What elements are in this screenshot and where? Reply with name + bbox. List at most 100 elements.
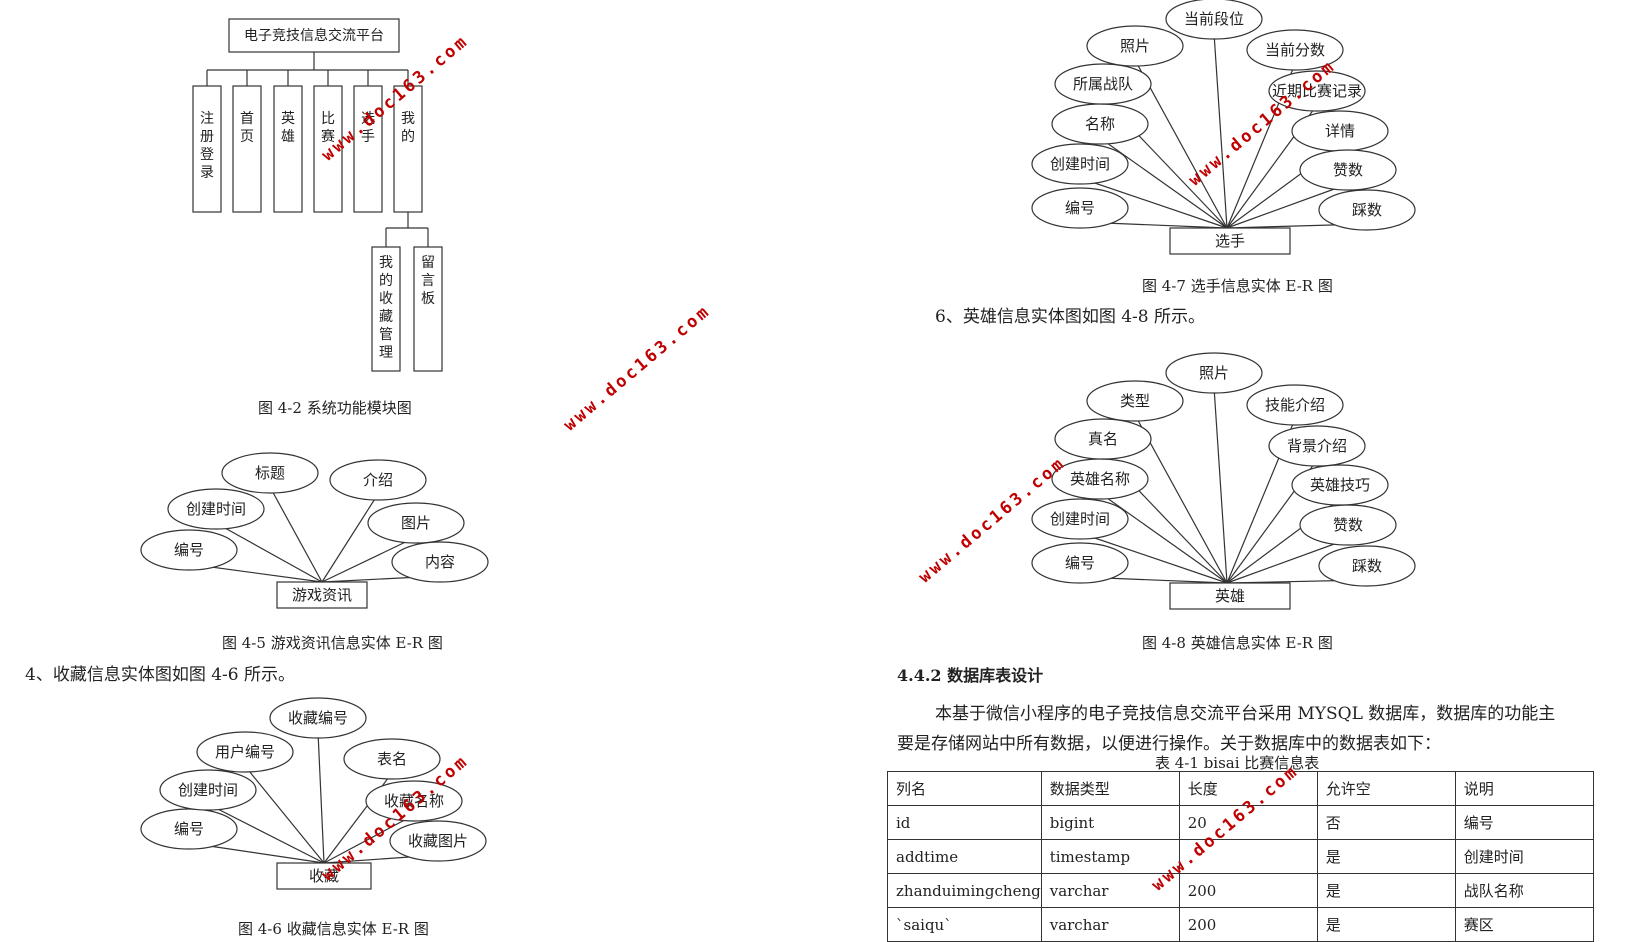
- er-attribute-label: 内容: [425, 553, 455, 571]
- er-entity-label: 英雄: [1215, 587, 1245, 605]
- table-cell: 编号: [1454, 805, 1594, 840]
- er-attribute-label: 当前段位: [1184, 10, 1244, 28]
- er-attribute-ellipse: [1268, 425, 1366, 467]
- module-label: 首: [240, 111, 254, 127]
- er-attribute-label: 编号: [1065, 199, 1095, 217]
- module-label: 选: [361, 111, 375, 127]
- body-line-2: 要是存储网站中所有数据，以便进行操作。关于数据库中的数据表如下：: [897, 734, 1441, 754]
- table-cell: 否: [1316, 805, 1456, 840]
- module-box-match: [313, 85, 343, 213]
- table-header-cell: 说明: [1454, 771, 1594, 806]
- module-label: 赛: [321, 129, 335, 145]
- er-attribute-ellipse: [343, 738, 441, 780]
- table-header-cell: 列名: [887, 771, 1042, 806]
- er-attribute-label: 创建时间: [1050, 510, 1110, 528]
- er-attribute-label: 真名: [1088, 430, 1118, 448]
- er-attribute-ellipse: [1031, 187, 1129, 229]
- table-row: `saiqu` varchar 200 是 赛区: [887, 907, 1594, 942]
- module-box-mine: [393, 85, 423, 213]
- module-label: 比: [321, 111, 335, 127]
- module-label: 的: [401, 129, 415, 145]
- er-attribute-ellipse: [269, 697, 367, 739]
- submodule-box-favorites: [371, 246, 401, 372]
- caption-fig-4-8: 图 4-8 英雄信息实体 E-R 图: [1142, 634, 1333, 652]
- module-label: 我: [401, 111, 415, 127]
- table-row: zhanduimingcheng varchar 200 是 战队名称: [887, 873, 1594, 908]
- root-label: 电子竞技信息交流平台: [244, 27, 384, 44]
- er-attribute-label: 编号: [174, 541, 204, 559]
- table-cell: 是: [1316, 839, 1456, 874]
- module-box-home: [232, 85, 262, 213]
- module-label: 英: [281, 110, 295, 127]
- er-attribute-label: 英雄名称: [1070, 470, 1130, 488]
- table-header-cell: 允许空: [1316, 771, 1456, 806]
- er-attribute-label: 收藏编号: [288, 709, 348, 727]
- er-relation-line: [323, 814, 415, 864]
- table-cell: addtime: [887, 839, 1042, 874]
- er-relation-line: [321, 493, 379, 583]
- table-cell: [1178, 839, 1318, 874]
- er-attribute-label: 所属战队: [1073, 75, 1133, 93]
- er-attribute-ellipse: [1318, 189, 1416, 231]
- paragraph-hero: 6、英雄信息实体图如图 4-8 所示。: [935, 307, 1205, 327]
- er-attribute-ellipse: [1031, 542, 1129, 584]
- er-relation-line: [1079, 532, 1228, 584]
- er-attribute-ellipse: [1031, 498, 1129, 540]
- er-attribute-ellipse: [1086, 25, 1184, 67]
- er-relation-line: [1226, 183, 1349, 229]
- er-attribute-label: 照片: [1199, 364, 1229, 382]
- table-cell: `saiqu`: [887, 907, 1042, 942]
- er-entity-label: 选手: [1215, 232, 1245, 250]
- caption-fig-4-7: 图 4-7 选手信息实体 E-R 图: [1142, 277, 1333, 295]
- er-attribute-ellipse: [167, 488, 265, 530]
- er-entity-box: [276, 581, 368, 609]
- module-label: 录: [200, 165, 214, 181]
- er-attribute-ellipse: [365, 780, 463, 822]
- db-table-bisai: 列名 数据类型 长度 允许空 说明 id bigint 20 否 编号 addt…: [887, 771, 1594, 942]
- er-relation-line: [1213, 386, 1228, 584]
- er-attribute-label: 照片: [1120, 37, 1150, 55]
- er-attribute-ellipse: [367, 502, 465, 544]
- submodule-label: 我: [379, 255, 393, 271]
- submodule-label: 管: [379, 327, 393, 343]
- er-entity-label: 收藏: [309, 867, 339, 885]
- er-attribute-ellipse: [1268, 70, 1366, 112]
- er-attribute-label: 踩数: [1352, 201, 1382, 219]
- er-relation-line: [244, 765, 325, 864]
- module-label: 登: [200, 147, 214, 163]
- er-attribute-ellipse: [1031, 143, 1129, 185]
- er-relation-line: [321, 536, 417, 583]
- table-cell: 是: [1316, 873, 1456, 908]
- caption-fig-4-5: 图 4-5 游戏资讯信息实体 E-R 图: [222, 634, 443, 652]
- table-cell: bigint: [1040, 805, 1180, 840]
- section-title: 4.4.2 数据库表设计: [897, 666, 1044, 685]
- er-attribute-label: 近期比赛记录: [1272, 82, 1362, 100]
- table-header-row: 列名 数据类型 长度 允许空 说明: [887, 771, 1594, 806]
- module-label: 注: [200, 111, 214, 127]
- table-cell: varchar: [1040, 907, 1180, 942]
- er-entity-label: 游戏资讯: [292, 586, 352, 604]
- submodule-label: 理: [379, 345, 393, 361]
- table-cell: 是: [1316, 907, 1456, 942]
- module-box-register: [192, 85, 222, 213]
- table-cell: 200: [1178, 873, 1318, 908]
- er-attribute-ellipse: [140, 529, 238, 571]
- table-cell: timestamp: [1040, 839, 1180, 874]
- er-attribute-label: 详情: [1325, 122, 1355, 140]
- module-label: 册: [200, 129, 214, 145]
- er-attribute-ellipse: [221, 452, 319, 494]
- er-relation-line: [207, 803, 325, 864]
- table-header-cell: 数据类型: [1040, 771, 1180, 806]
- er-attribute-label: 创建时间: [178, 781, 238, 799]
- er-attribute-label: 当前分数: [1265, 41, 1325, 59]
- er-attribute-label: 用户编号: [215, 743, 275, 761]
- er-attribute-label: 英雄技巧: [1310, 476, 1370, 494]
- er-relation-line: [1079, 177, 1228, 229]
- er-attribute-ellipse: [1318, 545, 1416, 587]
- root-box: [228, 18, 400, 53]
- submodule-label: 留: [421, 255, 435, 271]
